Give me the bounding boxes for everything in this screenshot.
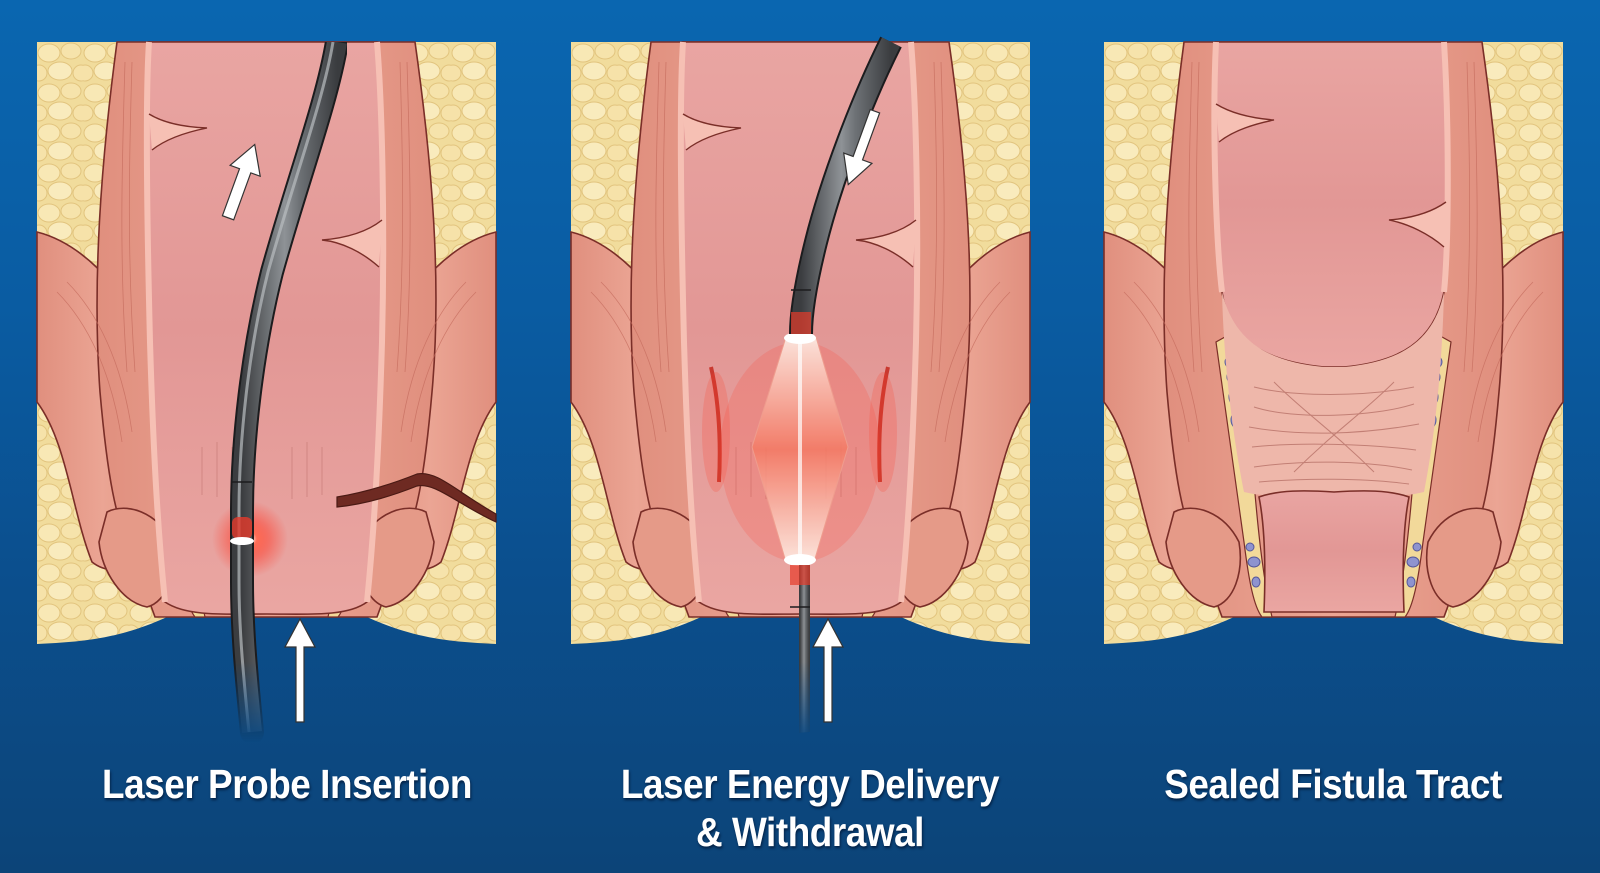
arrow-down-icon <box>843 108 881 186</box>
probe-lower-segment-icon <box>788 564 821 734</box>
arrow-up-below-icon <box>283 617 317 723</box>
panel-laser-energy-delivery <box>570 36 1031 734</box>
caption-laser-probe-insertion: Laser Probe Insertion <box>44 760 530 808</box>
caption-line: Laser Probe Insertion <box>102 761 472 807</box>
panel-laser-probe-insertion <box>36 30 497 744</box>
laser-energy-diamond-icon <box>720 332 880 566</box>
laser-probe-icon <box>230 30 349 744</box>
arrow-up-below-icon <box>811 617 845 723</box>
anatomy-illustration <box>36 30 497 744</box>
caption-laser-energy-delivery: Laser Energy Delivery & Withdrawal <box>567 760 1053 856</box>
fistula-tract-icon <box>336 472 497 523</box>
caption-sealed-fistula-tract: Sealed Fistula Tract <box>1090 760 1576 808</box>
anatomy-illustration <box>570 36 1031 734</box>
healed-scar-tissue-icon <box>1222 292 1444 497</box>
probe-upper-segment-icon <box>789 36 902 335</box>
anatomy-illustration <box>1103 41 1564 645</box>
caption-line: Sealed Fistula Tract <box>1164 761 1502 807</box>
caption-line: Laser Energy Delivery <box>620 761 1000 807</box>
caption-line: & Withdrawal <box>695 809 924 855</box>
arrow-up-icon <box>221 143 261 221</box>
panel-sealed-fistula <box>1103 41 1564 646</box>
